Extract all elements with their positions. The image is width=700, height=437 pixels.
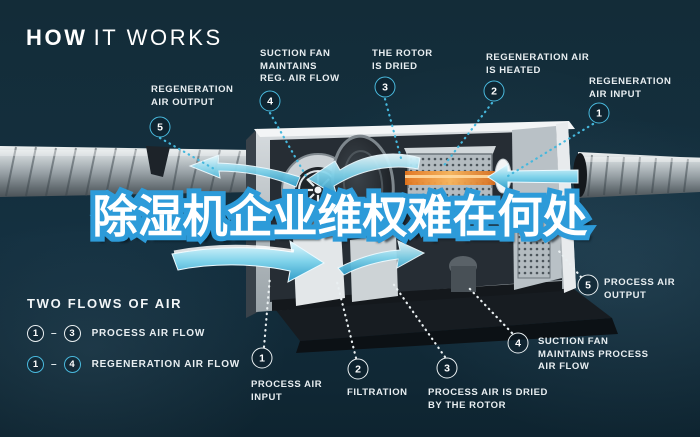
step-circle-process-1: 1 — [251, 347, 273, 369]
regen-mid-arrow — [307, 153, 421, 198]
legend-circle-3-white: 3 — [63, 324, 81, 342]
step-circle-regen-2: 2 — [483, 80, 505, 102]
callout-process-air-input: PROCESS AIR INPUT — [251, 379, 323, 403]
callout-regen-air-input: REGENERATION AIR INPUT — [589, 76, 672, 100]
legend-title: TWO FLOWS OF AIR — [27, 296, 183, 311]
left-spiral-duct — [0, 146, 258, 197]
airflow-arrows — [171, 153, 579, 283]
regen-leader-lines — [158, 97, 595, 178]
callout-regeneration-air-output: REGENERATION AIR OUTPUT — [151, 84, 234, 108]
title-bold: HOW — [26, 25, 88, 50]
legend-label-regeneration: REGENERATION AIR FLOW — [91, 358, 241, 370]
step-circle-regen-4: 4 — [259, 90, 281, 112]
process-leader-lines — [262, 248, 583, 360]
step-circle-process-2: 2 — [347, 358, 369, 380]
regen-output-arrow — [188, 154, 301, 188]
step-circle-regen-1: 1 — [588, 102, 610, 124]
step-circle-process-4: 4 — [507, 332, 529, 354]
process-inner-arrow — [337, 240, 426, 276]
right-spiral-duct — [573, 152, 700, 198]
headline-outline: 除湿机企业维权难在何处 — [87, 187, 592, 246]
legend-row-regeneration: 1 – 4 REGENERATION AIR FLOW — [27, 355, 240, 373]
step-circle-regen-5: 5 — [149, 116, 171, 138]
callout-regen-air-heated: REGENERATION AIR IS HEATED — [486, 52, 590, 76]
regen-input-arrow — [487, 163, 579, 191]
step-circle-process-5: 5 — [577, 274, 599, 296]
callout-process-air-output: PROCESS AIR OUTPUT — [604, 277, 676, 301]
machine-top-rim — [254, 121, 575, 137]
callout-suction-fan-reg: SUCTION FAN MAINTAINS REG. AIR FLOW — [260, 48, 340, 85]
headline-banner: 除湿机企业维权难在何处 除湿机企业维权难在何处 — [80, 187, 600, 246]
headline-text: 除湿机企业维权难在何处 — [92, 191, 588, 242]
legend-circle-1-white: 1 — [27, 324, 44, 342]
filter-panel — [293, 230, 345, 306]
duct-inlet-hole — [573, 153, 587, 197]
heater-section — [404, 146, 496, 207]
title-light: IT WORKS — [93, 25, 223, 50]
legend-dash: – — [51, 327, 57, 339]
step-circle-regen-3: 3 — [374, 76, 396, 98]
legend-dash: – — [51, 358, 57, 370]
legend-circle-1-cyan: 1 — [27, 355, 44, 373]
callout-suction-fan-process: SUCTION FAN MAINTAINS PROCESS AIR FLOW — [538, 336, 649, 373]
machine-body — [246, 121, 576, 318]
callout-process-air-dried: PROCESS AIR IS DRIED BY THE ROTOR — [428, 387, 548, 411]
legend-label-process: PROCESS AIR FLOW — [91, 327, 206, 339]
legend-row-process: 1 – 3 PROCESS AIR FLOW — [27, 324, 205, 342]
callout-filtration: FILTRATION — [347, 387, 408, 398]
outlet-mesh — [517, 231, 551, 279]
duct-outlet-gap — [146, 146, 170, 177]
step-circle-process-3: 3 — [436, 357, 458, 379]
callout-rotor-dried: THE ROTOR IS DRIED — [372, 48, 433, 72]
legend-circle-4-cyan: 4 — [63, 355, 81, 373]
